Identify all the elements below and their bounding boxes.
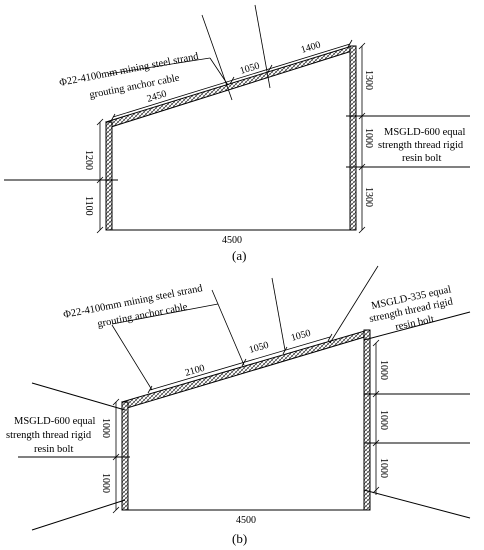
left-dim-ticks-a: [96, 118, 104, 234]
roof-dim-ticks-b: [147, 333, 333, 394]
bolt-label-a-2: strength thread rigid: [378, 140, 464, 151]
left-bolt-label-b-1: MSGLD-600 equal: [14, 416, 95, 427]
anchor-cable-a-1: [201, 14, 233, 101]
roof-dim-b-3: 1050: [290, 328, 312, 344]
right-wall-a: [349, 45, 357, 231]
roof-dim-b-1: 2100: [184, 363, 206, 379]
left-dim-a-bottom: 1100: [83, 196, 94, 216]
anchor-label-leader-a: [209, 57, 229, 86]
anchor-label-underline-b: [111, 303, 219, 325]
left-dim-a-top: 1200: [83, 150, 94, 170]
anchor-label-underline-a: [107, 57, 211, 75]
figure-b: Φ22-4100mm mining steel strand grouting …: [6, 265, 471, 546]
left-wall-b: [121, 401, 129, 511]
bolt-label-a-1: MSGLD-600 equal: [384, 127, 465, 138]
right-wall-b: [363, 329, 371, 511]
anchor-cable-a-2: [254, 4, 271, 89]
left-bolt-label-b-2: strength thread rigid: [6, 430, 92, 441]
anchor-cable-b-1: [111, 324, 153, 391]
bolt-label-a-3: resin bolt: [402, 153, 441, 164]
left-dim-b-top: 1000: [100, 418, 111, 438]
roof-dim-line-b: [149, 336, 331, 391]
right-dim-ticks-a: [358, 42, 366, 234]
width-dim-a: 4500: [222, 235, 242, 246]
anchor-cable-b-3: [271, 277, 286, 351]
right-dim-a-mid: 1000: [363, 128, 374, 148]
right-dim-a-top: 1300: [363, 70, 374, 90]
right-dim-b-top: 1000: [378, 360, 389, 380]
left-dim-b-bottom: 1000: [100, 473, 111, 493]
right-dim-b-mid: 1000: [378, 410, 389, 430]
figure-a: Φ22-4100mm mining steel strand grouting …: [4, 4, 470, 263]
right-bolt-b-4: [363, 489, 471, 519]
caption-b: (b): [232, 531, 247, 546]
roof-dim-a-1: 2450: [146, 89, 168, 105]
right-dim-b-bottom: 1000: [378, 458, 389, 478]
left-wall-a: [105, 121, 113, 231]
roof-dim-b-2: 1050: [248, 340, 270, 356]
right-dim-ticks-b: [372, 339, 380, 494]
right-bolt-b-1: [363, 311, 471, 341]
roof-dim-a-2: 1050: [239, 61, 261, 77]
left-bolt-b-1: [31, 382, 126, 411]
width-dim-b: 4500: [236, 515, 256, 526]
left-bolt-label-b-3: resin bolt: [34, 444, 73, 455]
caption-a: (a): [232, 248, 246, 263]
right-dim-a-bottom: 1300: [363, 187, 374, 207]
left-bolt-b-3: [31, 499, 126, 531]
left-dim-ticks-b: [112, 398, 120, 514]
anchor-cable-b-4: [329, 265, 379, 344]
roof-dim-line-a: [112, 43, 351, 118]
anchor-cable-b-2: [211, 289, 245, 366]
roof-dim-ticks-a: [110, 39, 353, 122]
